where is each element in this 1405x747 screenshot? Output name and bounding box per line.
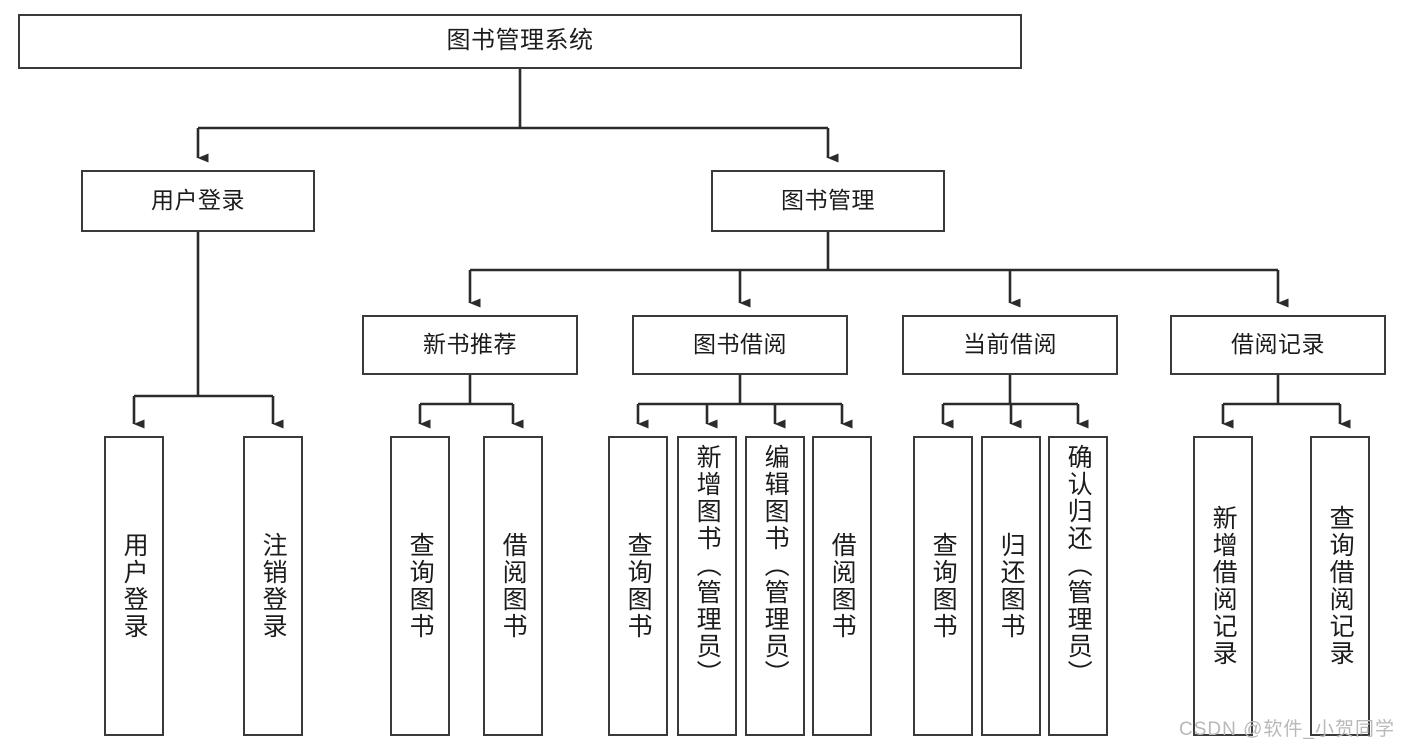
node-label: 用户登录	[120, 532, 149, 640]
leaf-query-borrow-record[interactable]: 查询借阅记录	[1310, 436, 1370, 736]
node-label: 编辑图书（管理员）	[761, 444, 790, 687]
node-root-system[interactable]: 图书管理系统	[18, 14, 1022, 69]
node-borrowing-records[interactable]: 借阅记录	[1170, 315, 1386, 375]
node-label: 图书管理	[781, 187, 875, 214]
node-label: 图书借阅	[693, 331, 787, 358]
node-current-borrowing[interactable]: 当前借阅	[902, 315, 1118, 375]
node-label: 借阅记录	[1231, 331, 1325, 358]
node-label: 新增图书（管理员）	[693, 444, 722, 687]
node-label: 新增借阅记录	[1209, 505, 1238, 667]
leaf-query-books-rec[interactable]: 查询图书	[390, 436, 450, 736]
node-label: 查询图书	[624, 532, 653, 640]
node-label: 当前借阅	[963, 331, 1057, 358]
node-label: 查询图书	[406, 532, 435, 640]
node-user-login-group[interactable]: 用户登录	[81, 170, 315, 232]
leaf-query-books-borrow[interactable]: 查询图书	[608, 436, 668, 736]
leaf-add-borrow-record[interactable]: 新增借阅记录	[1193, 436, 1253, 736]
node-label: 归还图书	[997, 532, 1026, 640]
node-label: 注销登录	[259, 532, 288, 640]
node-label: 查询图书	[929, 532, 958, 640]
leaf-return-books[interactable]: 归还图书	[981, 436, 1041, 736]
leaf-query-books-current[interactable]: 查询图书	[913, 436, 973, 736]
leaf-add-book-admin[interactable]: 新增图书（管理员）	[677, 436, 737, 736]
node-label: 用户登录	[151, 187, 245, 214]
leaf-confirm-return-admin[interactable]: 确认归还（管理员）	[1048, 436, 1108, 736]
watermark: CSDN @软件_小贺同学	[1179, 719, 1395, 740]
node-label: 借阅图书	[828, 532, 857, 640]
leaf-borrow-books-rec[interactable]: 借阅图书	[483, 436, 543, 736]
node-book-borrowing[interactable]: 图书借阅	[632, 315, 848, 375]
node-label: 确认归还（管理员）	[1064, 444, 1093, 687]
node-new-book-recommendation[interactable]: 新书推荐	[362, 315, 578, 375]
leaf-borrow-books[interactable]: 借阅图书	[812, 436, 872, 736]
leaf-logout[interactable]: 注销登录	[243, 436, 303, 736]
node-label: 查询借阅记录	[1326, 505, 1355, 667]
node-label: 新书推荐	[423, 331, 517, 358]
leaf-edit-book-admin[interactable]: 编辑图书（管理员）	[745, 436, 805, 736]
node-label: 借阅图书	[499, 532, 528, 640]
leaf-user-login[interactable]: 用户登录	[104, 436, 164, 736]
node-book-management-group[interactable]: 图书管理	[711, 170, 945, 232]
node-label: 图书管理系统	[446, 27, 594, 55]
